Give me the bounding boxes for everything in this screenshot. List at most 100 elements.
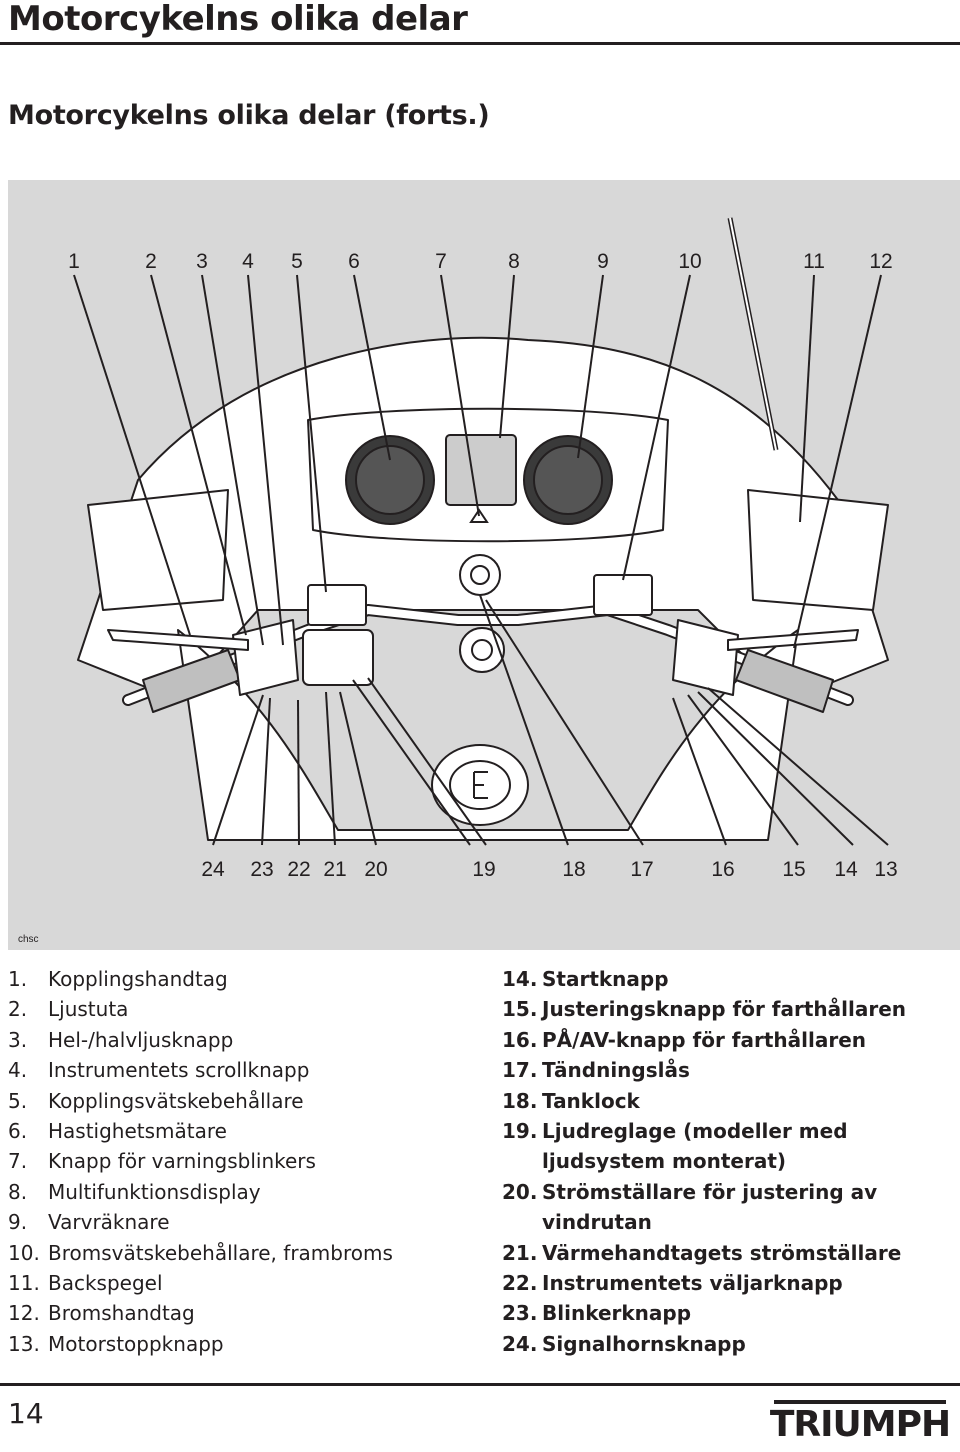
top-callout-9: 9 — [597, 250, 609, 273]
legend-item: vindrutan — [502, 1207, 960, 1237]
legend-item-label: Instrumentets scrollknapp — [48, 1058, 310, 1083]
legend-item-label: Multifunktionsdisplay — [48, 1179, 261, 1204]
bottom-callout-18: 18 — [562, 858, 585, 881]
legend-item-number: 17. — [502, 1058, 538, 1083]
legend-item: 14.Startknapp — [502, 964, 960, 994]
legend-item-number: 20. — [502, 1179, 538, 1204]
legend-item-number: 8. — [8, 1179, 28, 1204]
bottom-callout-24: 24 — [201, 858, 225, 881]
legend-item: 15.Justeringsknapp för farthållaren — [502, 994, 960, 1024]
legend-item: 20.Strömställare för justering av — [502, 1177, 960, 1207]
legend-item-label: Hel-/halvljusknapp — [48, 1027, 234, 1052]
legend-item-label: Backspegel — [48, 1271, 163, 1296]
legend-item-label: Tanklock — [542, 1088, 640, 1113]
legend-item: 2.Ljustuta — [8, 994, 478, 1024]
legend-item-number: 1. — [8, 967, 28, 991]
legend-list-left: 1. Kopplingshandtag 2.Ljustuta 3. Hel-/halvl… — [8, 964, 478, 1359]
top-callout-7: 7 — [435, 250, 447, 273]
top-callout-8: 8 — [508, 250, 520, 273]
top-callout-12: 12 — [869, 250, 892, 273]
legend-item-label: Hastighetsmätare — [48, 1119, 227, 1144]
legend-item-label: Startknapp — [542, 967, 669, 991]
top-callout-4: 4 — [242, 250, 254, 273]
bottom-callout-20: 20 — [364, 858, 387, 881]
legend-item: 9. Varvräknare — [8, 1207, 478, 1237]
page-title: Motorcykelns olika delar — [8, 0, 468, 39]
legend-item-label: PÅ/AV-knapp för farthållaren — [542, 1027, 867, 1052]
legend-item-label: Signalhornsknapp — [542, 1331, 746, 1356]
legend-item-number: 11. — [8, 1271, 40, 1296]
legend-item-number: 5. — [8, 1088, 28, 1113]
page-header: Motorcykelns olika delar — [0, 0, 960, 45]
legend-item-label: Justeringsknapp för farthållaren — [542, 997, 907, 1022]
legend-item-number: 23. — [502, 1301, 538, 1326]
top-callout-10: 10 — [678, 250, 701, 273]
figure-code: chsc — [18, 934, 39, 945]
legend-item: 10. Bromsvätskebehållare, frambroms — [8, 1238, 478, 1268]
legend-item: 3. Hel-/halvljusknapp — [8, 1025, 478, 1055]
bottom-callout-14: 14 — [834, 858, 858, 881]
legend-item-label: Bromsvätskebehållare, frambroms — [48, 1240, 393, 1265]
bottom-callout-22: 22 — [287, 858, 310, 881]
legend-item: 24.Signalhornsknapp — [502, 1329, 960, 1359]
bottom-callout-15: 15 — [782, 858, 805, 881]
legend-item-number: 6. — [8, 1119, 28, 1144]
legend-item-label: Ljudreglage (modeller med — [542, 1119, 848, 1144]
legend-item-label: Tändningslås — [542, 1058, 690, 1083]
legend-item-number: 22. — [502, 1271, 538, 1296]
legend-item-number: 21. — [502, 1240, 538, 1265]
legend-item-label: Knapp för varningsblinkers — [48, 1149, 316, 1174]
legend-item-number: 14. — [502, 967, 538, 991]
legend-item-label: Kopplingsvätskebehållare — [48, 1088, 304, 1113]
page-number: 14 — [8, 1397, 44, 1430]
legend-item-number: 3. — [8, 1027, 28, 1052]
triumph-logo: TRIUMPH — [770, 1400, 951, 1444]
legend-item-number: 18. — [502, 1088, 538, 1113]
legend-item: ljudsystem monterat) — [502, 1146, 960, 1176]
legend-item-number: 9. — [8, 1210, 28, 1235]
legend-item-number: 12. — [8, 1301, 40, 1326]
legend-item-number: 4. — [8, 1058, 28, 1083]
bottom-callout-21: 21 — [323, 858, 346, 881]
top-callout-5: 5 — [291, 250, 303, 273]
legend-item-label: Instrumentets väljarknapp — [542, 1271, 843, 1296]
legend-item: 13.Motorstoppknapp — [8, 1329, 478, 1359]
legend-item-label: Ljustuta — [48, 997, 129, 1022]
legend-item-label: Varvräknare — [48, 1210, 170, 1235]
legend-item: 18.Tanklock — [502, 1086, 960, 1116]
bottom-callout-23: 23 — [250, 858, 273, 881]
legend-item-label: ljudsystem monterat) — [542, 1149, 787, 1174]
section-title: Motorcykelns olika delar (forts.) — [8, 100, 490, 131]
legend-item: 6. Hastighetsmätare — [8, 1116, 478, 1146]
bottom-callout-19: 19 — [472, 858, 495, 881]
bottom-callout-13: 13 — [874, 858, 897, 881]
legend-item-label: Bromshandtag — [48, 1301, 195, 1326]
legend-item: 7. Knapp för varningsblinkers — [8, 1146, 478, 1176]
footer-rule — [0, 1383, 960, 1386]
legend-item-label: Kopplingshandtag — [48, 967, 228, 991]
legend-item-number: 24. — [502, 1331, 538, 1356]
legend-item-label: Strömställare för justering av — [542, 1179, 878, 1204]
legend-item: 11. Backspegel — [8, 1268, 478, 1298]
legend-item: 1. Kopplingshandtag — [8, 964, 478, 994]
legend-item: 23.Blinkerknapp — [502, 1298, 960, 1328]
legend-item-label: Värmehandtagets strömställare — [542, 1240, 902, 1265]
legend-item-number: 7. — [8, 1149, 28, 1174]
legend-item: 19.Ljudreglage (modeller med — [502, 1116, 960, 1146]
legend-item: 22.Instrumentets väljarknapp — [502, 1268, 960, 1298]
top-callout-6: 6 — [348, 250, 360, 273]
bottom-callout-17: 17 — [630, 858, 653, 881]
legend-item-label: vindrutan — [542, 1210, 652, 1235]
legend-item: 4. Instrumentets scrollknapp — [8, 1055, 478, 1085]
legend-item: 5. Kopplingsvätskebehållare — [8, 1086, 478, 1116]
top-callout-3: 3 — [196, 250, 208, 273]
legend-item-number: 10. — [8, 1240, 40, 1265]
legend-item-number: 19. — [502, 1119, 538, 1144]
legend-item: 8. Multifunktionsdisplay — [8, 1177, 478, 1207]
legend-item: 17.Tändningslås — [502, 1055, 960, 1085]
top-callout-11: 11 — [803, 250, 825, 273]
